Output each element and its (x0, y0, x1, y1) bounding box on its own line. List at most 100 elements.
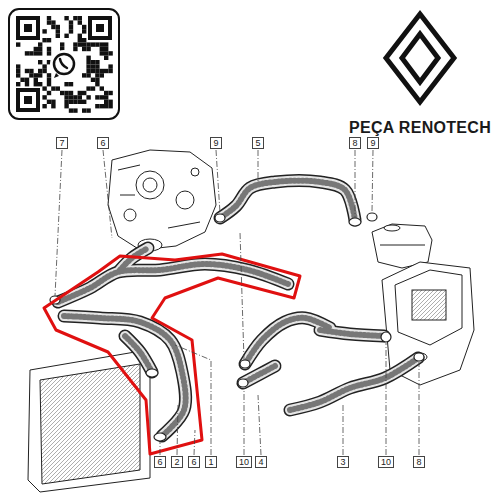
qr-cell (47, 73, 51, 77)
whatsapp-icon (50, 50, 78, 78)
qr-cell (100, 73, 104, 77)
highlight-outline (44, 254, 300, 454)
hose-body (320, 330, 384, 336)
qr-cell (78, 42, 82, 46)
qr-cell (108, 91, 112, 95)
coolant-hoses (58, 181, 418, 436)
qr-cell (108, 64, 112, 68)
callout-number: 7 (56, 137, 68, 149)
qr-cell (42, 64, 46, 68)
qr-cell (38, 42, 42, 46)
qr-frame (9, 9, 119, 119)
qr-cell (47, 47, 51, 51)
qr-cell (100, 86, 104, 90)
qr-cell (69, 100, 73, 104)
qr-cell (100, 47, 104, 51)
brand-name: PEÇA RENOTECH (349, 119, 491, 137)
qr-cell (91, 60, 95, 64)
hose-outline (243, 366, 275, 383)
qr-finder-dots (24, 24, 104, 104)
qr-cell (38, 69, 42, 73)
qr-cell (56, 34, 60, 38)
qr-cell (78, 20, 82, 24)
qr-cell (38, 73, 42, 77)
qr-cell (100, 95, 104, 99)
qr-cell (29, 69, 33, 73)
hose-outline (64, 316, 186, 436)
qr-cell (82, 100, 86, 104)
qr-cell (100, 104, 104, 108)
qr-cell (82, 91, 86, 95)
qr-cell (34, 82, 38, 86)
callout-number: 8 (413, 456, 425, 468)
qr-cell (47, 20, 51, 24)
qr-cell (20, 78, 24, 82)
qr-cell (104, 100, 108, 104)
qr-cell (25, 51, 29, 55)
qr-cell (104, 69, 108, 73)
qr-cell (51, 25, 55, 29)
qr-cell (78, 95, 82, 99)
hose-outline (320, 330, 384, 336)
renault-logo (386, 14, 454, 102)
qr-cell (69, 29, 73, 33)
qr-cell (69, 108, 73, 112)
qr-cell (25, 78, 29, 82)
qr-cell (73, 95, 77, 99)
qr-cell (78, 16, 82, 20)
hose-outline (220, 181, 355, 220)
qr-cell (108, 100, 112, 104)
qr-cell (104, 42, 108, 46)
qr-cell (38, 82, 42, 86)
qr-cell (16, 42, 20, 46)
qr-cell (69, 20, 73, 24)
qr-cell (108, 104, 112, 108)
qr-cell (78, 91, 82, 95)
hose-body (245, 318, 330, 364)
qr-cell (86, 108, 90, 112)
qr-cell (51, 20, 55, 24)
qr-cell (69, 91, 73, 95)
qr-cell (42, 69, 46, 73)
hose-outline (290, 358, 418, 410)
callout-number: 2 (171, 456, 183, 468)
qr-cell (47, 78, 51, 82)
qr-cell (64, 95, 68, 99)
qr-cell (100, 69, 104, 73)
qr-cell (104, 56, 108, 60)
qr-cell (38, 60, 42, 64)
hose-body (220, 181, 355, 220)
leader-lines (55, 150, 419, 455)
qr-cell (95, 104, 99, 108)
callout-number: 9 (210, 137, 222, 149)
qr-cell (47, 51, 51, 55)
qr-cell (91, 69, 95, 73)
qr-cell (100, 42, 104, 46)
qr-cell (108, 69, 112, 73)
qr-cell (95, 64, 99, 68)
qr-cell (104, 95, 108, 99)
qr-cell (86, 60, 90, 64)
qr-cell (42, 95, 46, 99)
qr-cell (91, 78, 95, 82)
qr-cell (16, 82, 20, 86)
qr-cell (56, 29, 60, 33)
qr-cell (60, 42, 64, 46)
callout-number: 9 (367, 137, 379, 149)
qr-cell (42, 38, 46, 42)
callout-number: 4 (255, 456, 267, 468)
qr-cell (16, 73, 20, 77)
expansion-tank (372, 224, 432, 268)
hose-texture (220, 181, 355, 220)
qr-cell (25, 69, 29, 73)
qr-cell (51, 100, 55, 104)
qr-cell (38, 51, 42, 55)
hose-clamps (50, 213, 424, 441)
hose-texture (64, 316, 186, 436)
qr-cell (64, 100, 68, 104)
qr-cell (64, 82, 68, 86)
hose-texture (125, 336, 152, 372)
